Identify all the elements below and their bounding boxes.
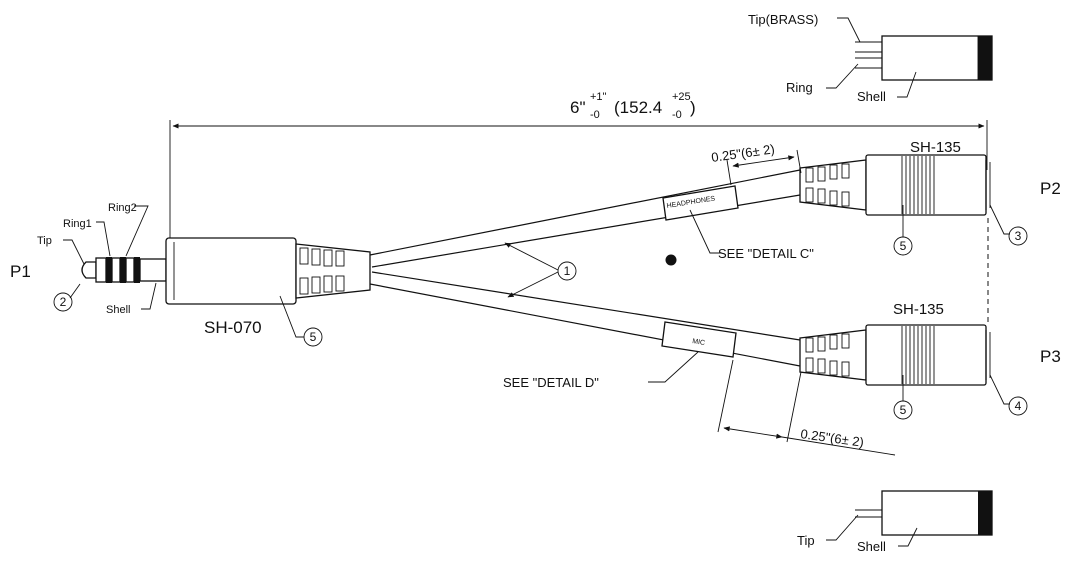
bubble-4 [1008,396,1028,416]
label-offset-top-dimension [726,149,802,186]
bubble-1 [557,261,577,281]
bubble-5-p2 [893,236,913,256]
overall-length-tol-upper: +1" [590,91,607,103]
bubble-5-p3-text: 5 [900,403,907,417]
label-offset-bottom: 0.25"(6± 2) [800,426,865,450]
p2-jack [799,154,991,216]
label-offset-bottom-dimension [717,359,896,456]
jack-top-part-number: SH-135 [910,139,961,156]
headphones-label-sleeve [662,185,739,221]
plug-shell-label: Shell [106,304,130,316]
cable-mic [369,271,801,367]
detail-c-callout: SEE "DETAIL C" [718,246,814,261]
reference-dot [665,254,677,266]
detail-d-callout: SEE "DETAIL D" [503,375,599,390]
overall-length-dimension [169,120,988,245]
detail-bottom-tip-label: Tip [797,533,815,548]
connector-p2-label: P2 [1040,179,1061,198]
detail-top-tip-label: Tip(BRASS) [748,12,818,27]
jack-bottom-part-number: SH-135 [893,301,944,318]
bubble-3 [1008,226,1028,246]
detail-bottom-jack [826,490,993,547]
bubble-1-text: 1 [564,264,571,278]
detail-top-ring-label: Ring [786,80,813,95]
bubble-4-text: 4 [1015,399,1022,413]
bubble-5-p2-text: 5 [900,239,907,253]
bubble-2 [53,292,73,312]
detail-top-shell-label: Shell [857,89,886,104]
overall-length-main: 6" [570,98,586,117]
connector-p1-label: P1 [10,262,31,281]
mic-label: MIC [692,338,706,347]
plug-ring1-label: Ring1 [63,218,92,230]
mic-label-sleeve [661,321,737,358]
plug-part-number: SH-070 [204,318,262,337]
bubble-5-plug-text: 5 [310,330,317,344]
overall-length-metric: (152.4 [614,98,662,117]
plug-ring2-label: Ring2 [108,202,137,214]
bubble-5-plug [303,327,323,347]
overall-length-metric-upper: +25 [672,91,691,103]
bubble-5-p3 [893,400,913,420]
overall-length-tol-lower: -0 [590,109,600,121]
bubble-2-text: 2 [60,295,67,309]
connector-p3-label: P3 [1040,347,1061,366]
detail-top-jack [826,17,993,98]
overall-length-metric-lower: -0 [672,109,682,121]
p3-jack [799,324,991,386]
overall-length-close: ) [690,98,696,117]
bubble-3-text: 3 [1015,229,1022,243]
detail-bottom-shell-label: Shell [857,539,886,554]
plug-tip-label: Tip [37,235,52,247]
p1-plug [81,237,371,305]
